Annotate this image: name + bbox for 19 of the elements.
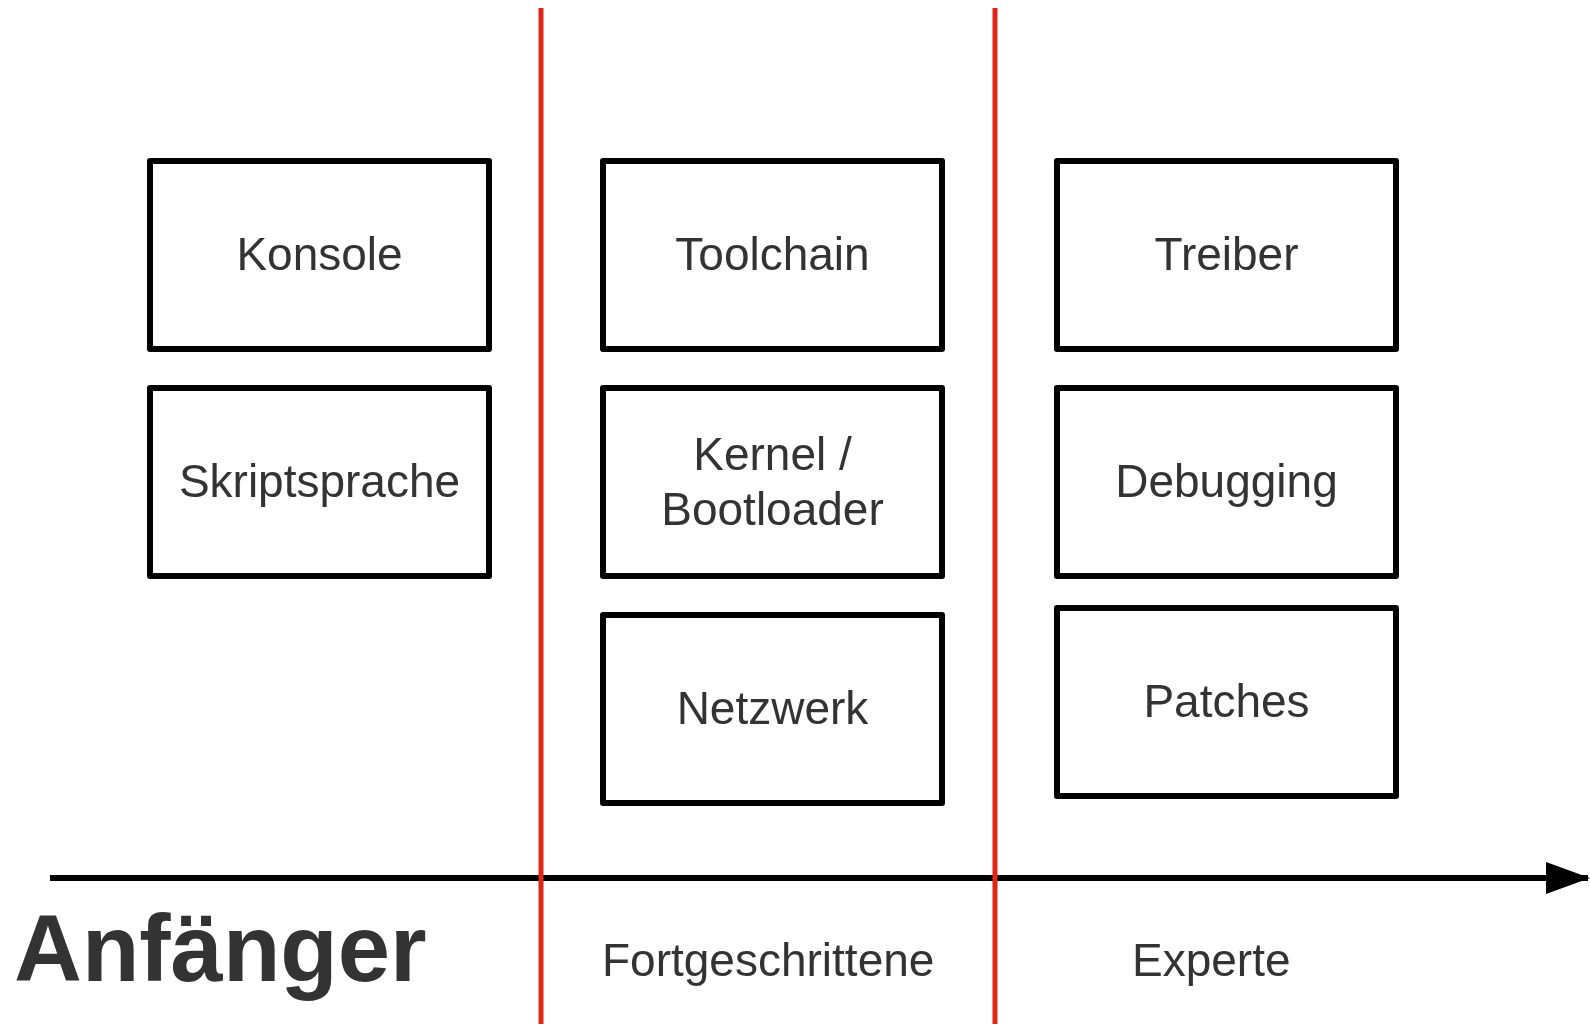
topic-label: Debugging (1115, 454, 1338, 510)
level-label: Fortgeschrittene (602, 933, 935, 987)
topic-label: Skriptsprache (178, 454, 461, 510)
topic-label: Netzwerk (676, 681, 869, 737)
topic-box (600, 385, 945, 579)
topic-box (1054, 605, 1399, 799)
topic-box (600, 158, 945, 352)
topic-box (1054, 158, 1399, 352)
topic-box (1054, 385, 1399, 579)
topic-label: Patches (1143, 674, 1310, 730)
topic-label: Treiber (1154, 227, 1299, 283)
topic-box (600, 612, 945, 806)
topic-label: Kernel / Bootloader (660, 426, 885, 537)
topic-box (147, 158, 492, 352)
topic-label: Toolchain (675, 227, 870, 283)
level-label: Anfänger (14, 895, 427, 1003)
topic-label: Konsole (236, 227, 403, 283)
level-label: Experte (1132, 933, 1291, 987)
topic-box (147, 385, 492, 579)
